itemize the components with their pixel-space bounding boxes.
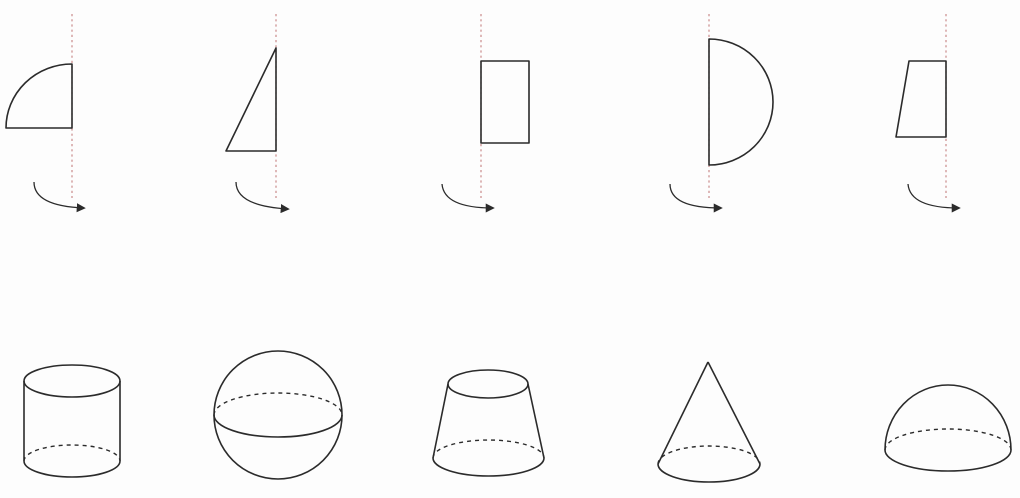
rectangle-shape	[480, 60, 530, 144]
frustum-right-side	[527, 383, 545, 459]
curved-arrow-icon	[33, 181, 86, 213]
solid-hemisphere	[884, 384, 1012, 472]
sphere-equator-front	[213, 414, 343, 438]
semicircle-shape	[708, 38, 774, 166]
solid-frustum	[432, 369, 545, 477]
plane-figure-right-trapezoid	[895, 14, 961, 213]
plane-figure-semicircle	[669, 14, 774, 213]
cone-base-front	[657, 463, 761, 483]
solid-sphere	[213, 350, 343, 480]
cylinder-top	[23, 364, 121, 398]
cone-base-back	[657, 445, 761, 465]
hemisphere-base-back	[884, 428, 1012, 451]
frustum-left-side	[432, 383, 449, 459]
curved-arrow-icon	[441, 183, 495, 213]
frustum-bottom-front	[432, 457, 545, 477]
cylinder-bottom-back	[23, 444, 121, 462]
sphere-outline	[213, 350, 343, 480]
hemisphere-base-front	[884, 449, 1012, 472]
frustum-bottom-back	[432, 439, 545, 459]
cylinder-bottom-front	[23, 460, 121, 478]
plane-figure-right-triangle	[225, 14, 290, 214]
frustum-top	[447, 369, 529, 399]
cone-left-side	[657, 361, 709, 465]
sphere-equator-back	[213, 392, 343, 416]
right-triangle-shape	[225, 47, 277, 152]
solid-cylinder	[23, 364, 121, 478]
curved-arrow-icon	[669, 183, 723, 213]
solid-cone	[657, 361, 761, 483]
cone-right-side	[707, 361, 761, 465]
plane-figure-rectangle	[441, 14, 530, 213]
curved-arrow-icon	[235, 181, 290, 214]
right-trapezoid-shape	[895, 60, 947, 138]
quarter-disk-shape	[5, 63, 73, 129]
curved-arrow-icon	[907, 183, 961, 213]
hemisphere-dome	[884, 384, 1012, 451]
plane-figure-quarter-disk	[5, 14, 86, 213]
